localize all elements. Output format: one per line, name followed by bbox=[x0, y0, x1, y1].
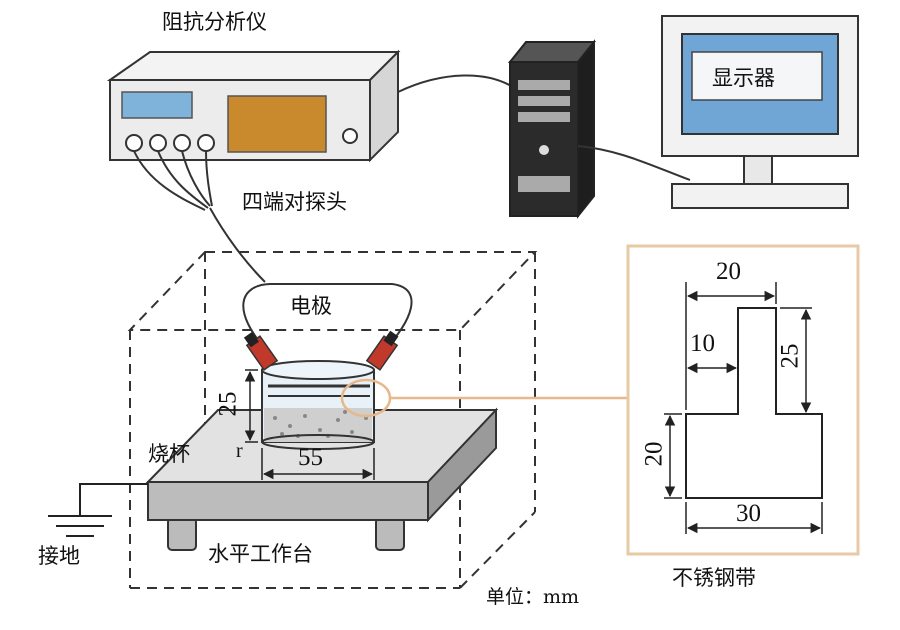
strip-dimensions bbox=[664, 282, 823, 534]
strip-bottom-width-dim: 30 bbox=[736, 500, 761, 527]
beaker-dimensions bbox=[244, 369, 375, 480]
strip-top-width-dim: 20 bbox=[716, 258, 741, 285]
unit-label: 单位：mm bbox=[486, 586, 580, 608]
analyzer-screen bbox=[227, 95, 327, 153]
analyzer-label: 阻抗分析仪 bbox=[162, 10, 267, 34]
analyzer-display bbox=[121, 91, 193, 119]
monitor bbox=[661, 15, 859, 209]
probe-label: 四端对探头 bbox=[242, 190, 347, 214]
power-knob bbox=[342, 128, 358, 144]
strip-inner-width-dim: 10 bbox=[690, 330, 715, 357]
electrode-label: 电极 bbox=[290, 294, 332, 318]
pc-tower bbox=[507, 39, 597, 219]
monitor-label: 显示器 bbox=[712, 66, 775, 90]
beaker-width-dim: 55 bbox=[298, 444, 323, 471]
strip-bottom-height-dim: 20 bbox=[640, 441, 668, 467]
probe-wires bbox=[133, 150, 266, 283]
beaker-label: 烧杯 bbox=[148, 442, 190, 466]
ground-label: 接地 bbox=[38, 544, 80, 568]
detail-callout bbox=[340, 378, 628, 418]
workbench-label: 水平工作台 bbox=[208, 542, 313, 566]
ground-symbol bbox=[48, 483, 148, 537]
horizontal-workbench bbox=[145, 407, 499, 551]
beaker-height-dim: 25 bbox=[214, 391, 242, 417]
cable-analyzer-pc bbox=[397, 74, 521, 93]
strip-label: 不锈钢带 bbox=[672, 566, 756, 590]
electrodes bbox=[242, 283, 413, 371]
beaker-r-dim: r bbox=[236, 440, 243, 462]
cable-pc-monitor bbox=[577, 145, 691, 181]
impedance-analyzer bbox=[106, 49, 401, 163]
strip-top-height-dim: 25 bbox=[776, 343, 804, 369]
beaker bbox=[261, 360, 375, 450]
